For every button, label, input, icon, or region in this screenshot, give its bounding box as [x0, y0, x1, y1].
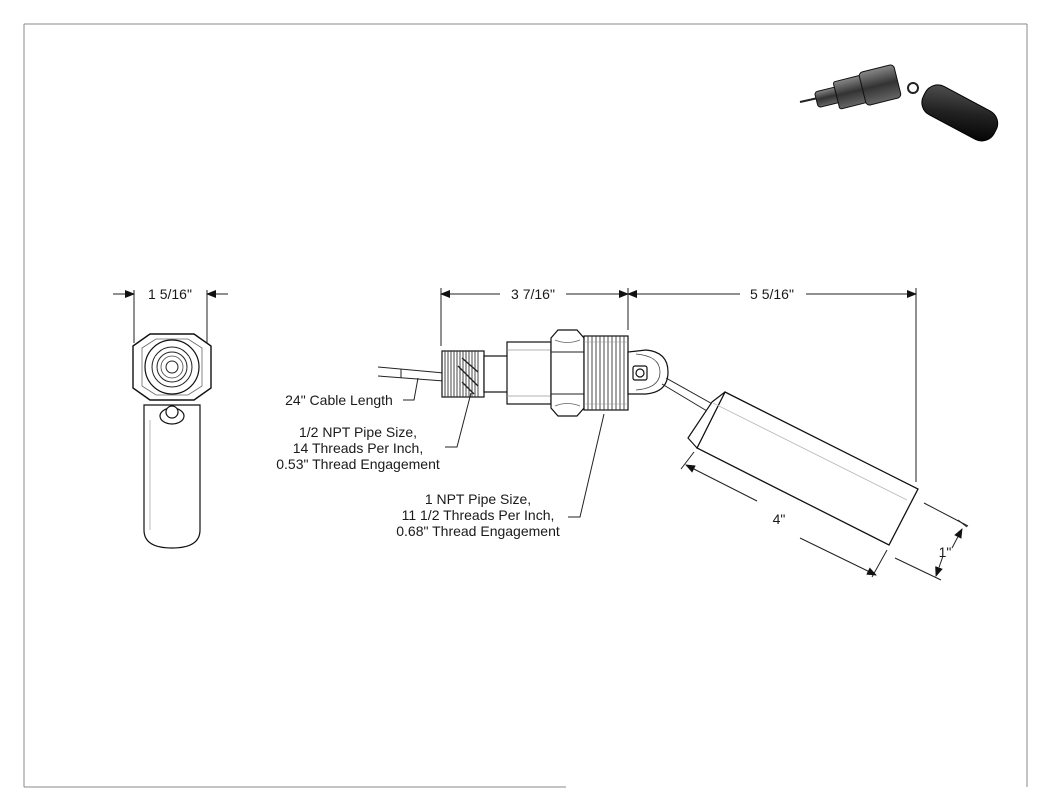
- dimension-hex-width: 1 5/16": [113, 286, 228, 343]
- dimension-float-diameter: 1": [894, 502, 969, 581]
- large-npt-line2: 11 1/2 Threads Per Inch,: [402, 507, 555, 523]
- small-npt-line1: 1/2 NPT Pipe Size,: [299, 424, 417, 440]
- large-npt-line1: 1 NPT Pipe Size,: [425, 491, 531, 507]
- isometric-preview: [799, 64, 999, 142]
- callout-large-npt: 1 NPT Pipe Size, 11 1/2 Threads Per Inch…: [396, 413, 605, 539]
- end-view: [132, 333, 212, 549]
- large-npt-line3: 0.68" Thread Engagement: [396, 523, 560, 539]
- sheet-border: [23, 23, 1028, 788]
- dimension-float-reach: 5 5/16": [627, 286, 917, 482]
- hex-width-label: 1 5/16": [148, 286, 192, 302]
- side-view: [377, 329, 919, 546]
- dimension-body-length: 3 7/16": [440, 286, 629, 346]
- dimension-float-length: 4": [680, 451, 888, 578]
- float-length-label: 4": [773, 511, 786, 527]
- float-diameter-label: 1": [939, 544, 952, 560]
- callout-cable: 24" Cable Length: [285, 377, 419, 408]
- body-length-label: 3 7/16": [511, 286, 555, 302]
- small-npt-line3: 0.53" Thread Engagement: [276, 456, 440, 472]
- cable-length-label: 24" Cable Length: [285, 392, 393, 408]
- callout-small-npt: 1/2 NPT Pipe Size, 14 Threads Per Inch, …: [276, 392, 472, 472]
- small-npt-line2: 14 Threads Per Inch,: [293, 440, 423, 456]
- float-reach-label: 5 5/16": [750, 286, 794, 302]
